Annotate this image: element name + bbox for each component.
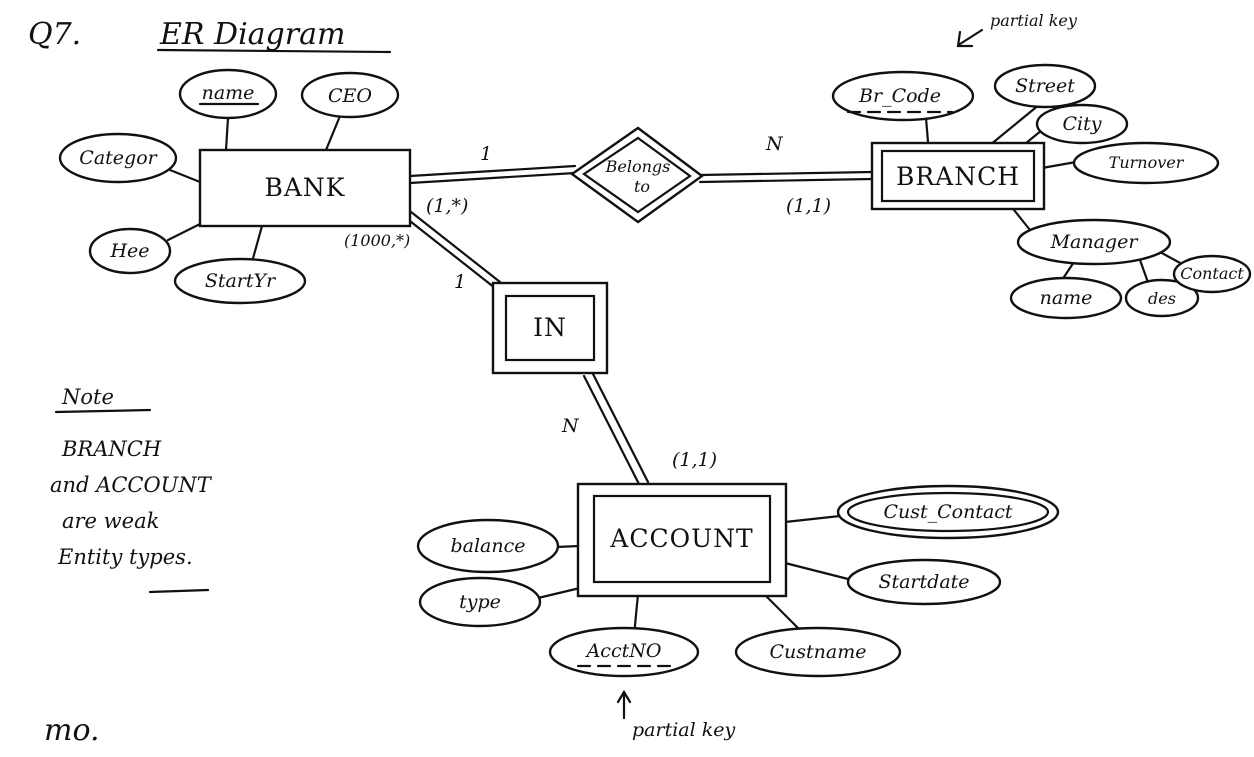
footer-initials: mo. — [44, 713, 100, 748]
attr-account-cust-contact-multivalued — [846, 491, 1050, 533]
attr-account-cust-name-label: Custname — [770, 641, 867, 663]
note-line-2: and ACCOUNT — [50, 473, 213, 497]
attr-branch-manager-des — [1124, 278, 1200, 318]
attr-bank-category-label: Categor — [79, 147, 158, 169]
attr-account-start-date — [846, 558, 1002, 606]
bank-in-link — [399, 206, 502, 290]
attr-account-acct-no — [548, 626, 700, 678]
attr-branch-city — [1035, 103, 1129, 145]
attr-branch-br-code-label: Br_Code — [858, 85, 941, 107]
belongs-branch-link — [698, 170, 874, 184]
relationship-belongs-to-inner — [582, 136, 692, 214]
attr-branch-street-label: Street — [1015, 75, 1075, 97]
card-in-account-constraint: (1,1) — [672, 449, 717, 471]
attr-account-balance-label: balance — [450, 535, 525, 557]
attr-bank-hq-label: Hee — [109, 240, 149, 262]
attr-account-cust-contact-label: Cust_Contact — [883, 501, 1012, 523]
note-line-4: Entity types. — [57, 545, 193, 569]
account-attribute-links — [536, 514, 854, 638]
attr-account-type-label: type — [459, 591, 501, 613]
attr-bank-start-yr-label: StartYr — [205, 270, 277, 292]
card-bank-belongs-ratio: 1 — [480, 143, 492, 165]
diagram-title: ER Diagram — [159, 17, 345, 52]
attr-account-balance — [416, 518, 560, 574]
note-underline — [148, 588, 210, 594]
question-number: Q7. — [28, 17, 81, 52]
card-bank-in-ratio: 1 — [454, 271, 466, 293]
attr-branch-city-label: City — [1063, 113, 1102, 135]
attr-bank-ceo — [300, 71, 400, 119]
note-line-1: BRANCH — [61, 437, 162, 461]
attr-branch-manager-name-label: name — [1040, 287, 1093, 309]
account-partial-key-arrowhead — [616, 689, 632, 704]
branch-partial-key-arrowhead — [956, 30, 974, 48]
branch-partial-key-arrow — [958, 28, 984, 46]
attr-branch-manager-des-label: des — [1148, 289, 1176, 308]
entity-account — [576, 482, 788, 598]
attr-account-cust-contact — [836, 484, 1060, 540]
relationship-in-inner — [504, 294, 596, 362]
relationship-belongs-to-label-2: to — [634, 177, 650, 196]
bank-belongs-link — [408, 164, 577, 185]
card-belongs-branch-constraint: (1,1) — [786, 195, 831, 217]
note-heading-underline — [54, 408, 152, 414]
attr-branch-manager-contact-label: Contact — [1180, 264, 1244, 283]
in-account-link — [582, 370, 650, 488]
relationship-belongs-to — [569, 126, 705, 224]
relationship-in-label: IN — [533, 313, 567, 342]
attr-bank-name — [178, 68, 278, 120]
attr-account-acct-no-label: AcctNO — [585, 640, 662, 662]
attr-branch-manager — [1016, 218, 1172, 266]
entity-branch-inner — [880, 149, 1036, 203]
card-bank-in-constraint: (1000,*) — [344, 231, 410, 250]
bank-attribute-links — [166, 114, 342, 264]
entity-bank — [198, 148, 412, 228]
attr-bank-ceo-label: CEO — [328, 85, 372, 107]
branch-partial-key-label: partial key — [990, 11, 1078, 30]
attr-bank-name-label: name — [202, 82, 255, 104]
attr-bank-category — [58, 132, 178, 184]
entity-branch — [870, 141, 1046, 211]
attr-account-start-date-label: Startdate — [878, 571, 969, 593]
attr-branch-turnover-label: Turnover — [1109, 153, 1185, 172]
account-partial-key-label: partial key — [632, 719, 735, 741]
attr-branch-turnover — [1072, 141, 1220, 185]
entity-account-inner — [592, 494, 772, 584]
relationship-belongs-to-label-1: Belongs — [605, 157, 671, 176]
relationship-in — [491, 281, 609, 375]
attr-account-cust-name — [734, 626, 902, 678]
attr-account-type — [418, 576, 542, 628]
attr-bank-start-yr — [173, 257, 307, 305]
card-belongs-branch-ratio: N — [765, 133, 784, 155]
note-heading: Note — [61, 385, 114, 409]
card-bank-belongs-constraint: (1,*) — [426, 195, 468, 217]
entity-branch-label: BRANCH — [896, 162, 1020, 191]
card-in-account-ratio: N — [561, 415, 580, 437]
attr-branch-street — [993, 63, 1097, 109]
attr-branch-manager-contact — [1172, 254, 1252, 294]
attr-bank-hq — [88, 227, 172, 275]
attr-branch-manager-label: Manager — [1050, 231, 1140, 253]
title-underline — [156, 48, 392, 54]
entity-account-label: ACCOUNT — [609, 524, 753, 553]
attr-branch-br-code — [831, 70, 975, 122]
note-line-3: are weak — [62, 509, 159, 533]
attr-branch-manager-name — [1009, 276, 1123, 320]
entity-bank-label: BANK — [265, 173, 346, 202]
